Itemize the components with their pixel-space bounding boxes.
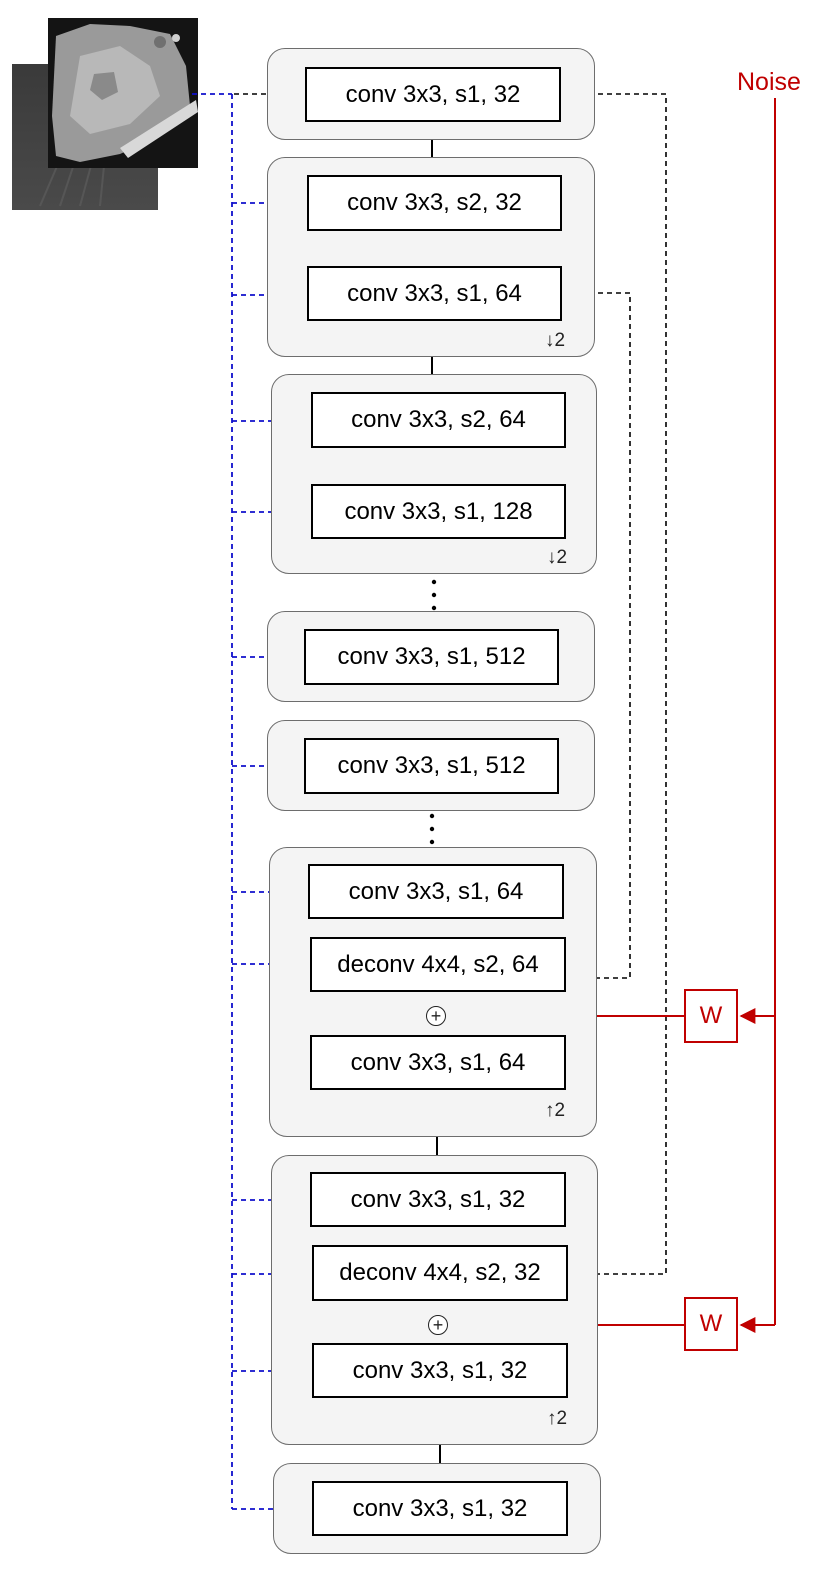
layer-conv-10: conv 3x3, s1, 32 [310,1172,566,1227]
add-node: + [428,1315,448,1335]
layer-conv-7: conv 3x3, s1, 512 [304,738,559,794]
layer-conv-11: conv 3x3, s1, 32 [312,1343,568,1398]
layer-deconv-1: deconv 4x4, s2, 64 [310,937,566,992]
layer-conv-2: conv 3x3, s2, 32 [307,175,562,231]
layer-conv-3: conv 3x3, s1, 64 [307,266,562,321]
input-ct-images [12,18,198,210]
weight-box: W [684,989,738,1043]
add-node: + [426,1006,446,1026]
noise-label: Noise [737,68,801,96]
upsample-label: ↑2 [547,1408,568,1429]
layer-deconv-2: deconv 4x4, s2, 32 [312,1245,568,1301]
downsample-label: ↓2 [547,547,568,568]
skip-connections [562,93,667,1281]
weight-box: W [684,1297,738,1351]
layer-conv-9: conv 3x3, s1, 64 [310,1035,566,1090]
downsample-label: ↓2 [545,330,566,351]
upsample-label: ↑2 [545,1100,566,1121]
layer-conv-1: conv 3x3, s1, 32 [305,67,561,122]
continuation-dots [429,579,437,845]
layer-conv-8: conv 3x3, s1, 64 [308,864,564,919]
layer-conv-6: conv 3x3, s1, 512 [304,629,559,685]
layer-conv-5: conv 3x3, s1, 128 [311,484,566,539]
layer-conv-12: conv 3x3, s1, 32 [312,1481,568,1536]
layer-conv-4: conv 3x3, s2, 64 [311,392,566,448]
